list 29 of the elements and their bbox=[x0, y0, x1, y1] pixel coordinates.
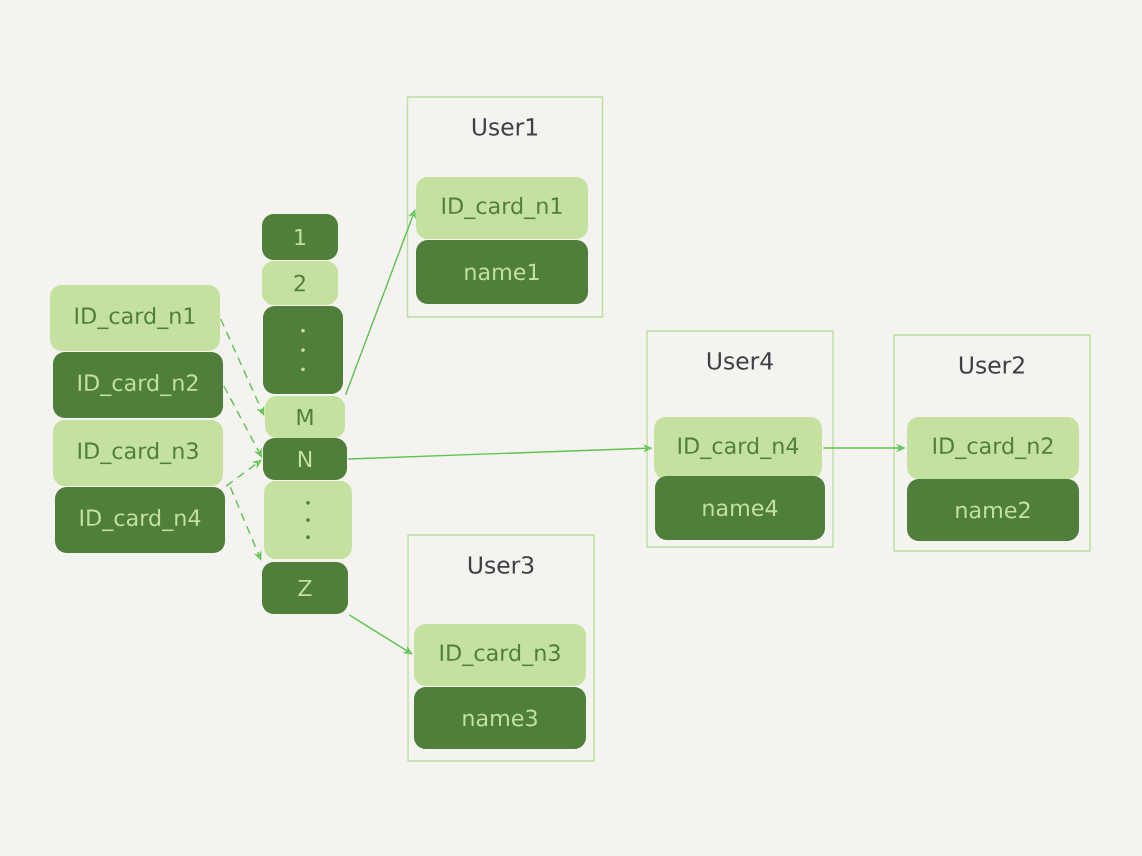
field-box: name3 bbox=[414, 687, 586, 749]
box-title: User2 bbox=[959, 356, 1024, 374]
field-box: ID_card_n2 bbox=[907, 417, 1079, 479]
field-box: ID_card_n3 bbox=[414, 624, 586, 686]
ellipsis-slot bbox=[263, 306, 343, 394]
hash-slot: 2 bbox=[262, 261, 338, 305]
record-box bbox=[893, 334, 1091, 552]
field-box: name4 bbox=[655, 476, 825, 540]
field-box: name1 bbox=[416, 240, 588, 304]
hash-slot: 1 bbox=[262, 214, 338, 260]
field-box: name2 bbox=[907, 479, 1079, 541]
hash-slot: Z bbox=[262, 562, 348, 614]
key-box: ID_card_n2 bbox=[53, 352, 223, 418]
field-box: ID_card_n4 bbox=[654, 417, 822, 479]
arrow bbox=[220, 318, 265, 416]
key-box: ID_card_n3 bbox=[53, 420, 223, 486]
box-title: User1 bbox=[472, 118, 537, 136]
hash-slot: N bbox=[263, 438, 347, 480]
record-box bbox=[407, 534, 595, 762]
key-box: ID_card_n4 bbox=[55, 487, 225, 553]
arrow bbox=[223, 385, 263, 458]
box-title: User3 bbox=[468, 556, 534, 574]
field-box: ID_card_n1 bbox=[416, 177, 588, 239]
record-box bbox=[646, 330, 834, 548]
key-box: ID_card_n1 bbox=[50, 285, 220, 351]
ellipsis-slot bbox=[264, 481, 352, 559]
box-title: User4 bbox=[707, 352, 773, 370]
hash-slot: M bbox=[265, 396, 345, 438]
record-box bbox=[406, 96, 604, 318]
